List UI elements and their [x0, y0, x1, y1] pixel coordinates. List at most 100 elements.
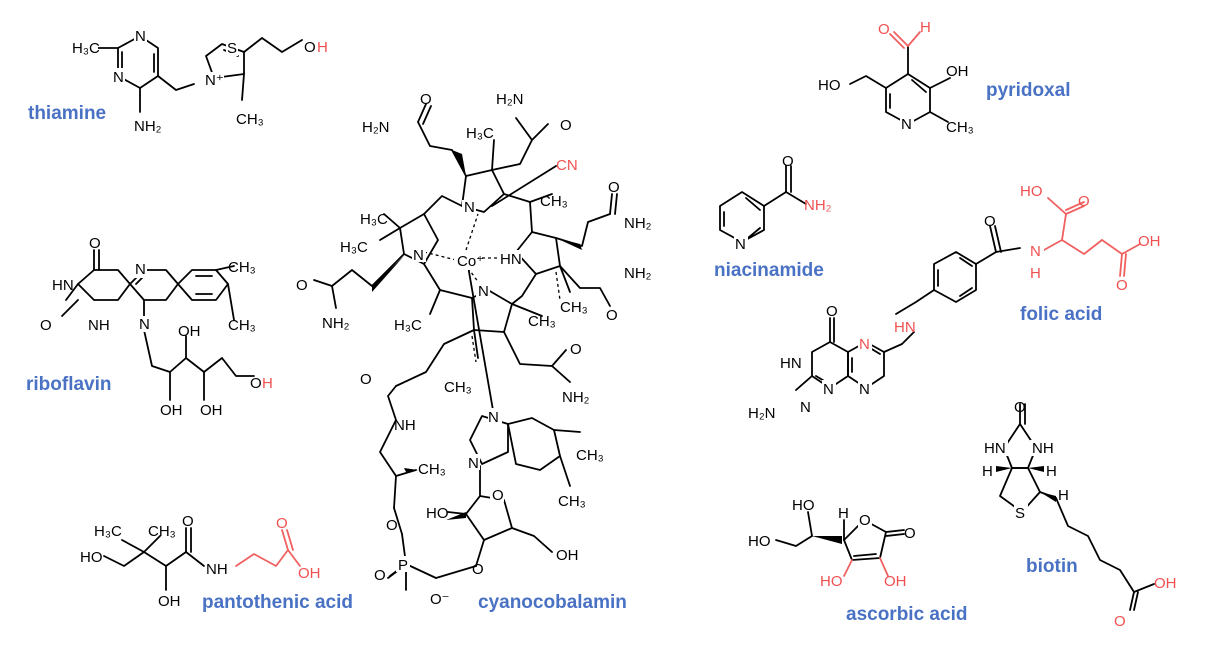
- cobalamin-o-minus-label: O⁻: [430, 591, 450, 608]
- ascorbic-acid-name: ascorbic acid: [846, 604, 967, 625]
- folic-o-2-label: O: [984, 213, 996, 230]
- riboflavin-ch3-a-label: CH₃: [228, 259, 256, 276]
- biotin-oh-label: OH: [1154, 575, 1177, 592]
- cobalamin-h3c-2-label: H₃C: [340, 239, 368, 256]
- cobalamin-o-5-label: O: [296, 277, 308, 294]
- cobalamin-ch3-3-label: CH₃: [560, 299, 588, 316]
- biotin-h3-label: H: [1058, 487, 1069, 504]
- cobalamin-ch3-7-label: CH₃: [558, 493, 586, 510]
- riboflavin-o-top-label: O: [89, 235, 101, 252]
- pantothenic-nh-label: NH: [206, 561, 228, 578]
- folic-n-2-label: N: [859, 381, 870, 398]
- biotin-h2-label: H: [1046, 463, 1057, 480]
- folic-n-1-label: N: [859, 336, 870, 353]
- cobalamin-n-bz2-label: N: [468, 455, 479, 472]
- cobalamin-co-label: Co⁺: [457, 253, 484, 270]
- thiamine-h3c-label: H₃C: [72, 40, 100, 57]
- riboflavin-h-end-label: H: [262, 375, 273, 392]
- folic-hn-label: HN: [894, 319, 916, 336]
- cobalamin-nh-label: NH: [394, 417, 416, 434]
- cobalamin-o-3-label: O: [608, 179, 620, 196]
- riboflavin-oh-1-label: OH: [178, 323, 201, 340]
- cobalamin-nh2-5-label: NH₂: [322, 315, 350, 332]
- ascorbic-oh-label: OH: [884, 573, 907, 590]
- folic-hn-2-label: HN: [780, 355, 802, 372]
- thiamine-n2-label: N: [113, 69, 124, 86]
- biotin-h1-label: H: [982, 463, 993, 480]
- ascorbic-ho-2-label: HO: [792, 497, 815, 514]
- ascorbic-acid-structure: HO HO H O O HO OH ascorbic acid: [748, 497, 967, 625]
- thiamine-s-label: S: [227, 40, 237, 57]
- cobalamin-h3c-4-label: H₃C: [394, 317, 422, 334]
- thiamine-nplus-label: N⁺: [205, 72, 224, 89]
- pyridoxal-h-label: H: [920, 19, 931, 36]
- thiamine-h-label: H: [317, 39, 328, 56]
- biotin-nh-label: NH: [1032, 440, 1054, 457]
- cobalamin-ch3-1-label: CH₃: [540, 193, 568, 210]
- thiamine-name: thiamine: [28, 103, 106, 124]
- cobalamin-n3-label: N: [478, 283, 489, 300]
- pyridoxal-name: pyridoxal: [986, 80, 1070, 101]
- pyridoxal-ho-label: HO: [818, 77, 841, 94]
- cobalamin-oh-label: OH: [556, 547, 579, 564]
- pyridoxal-o-label: O: [878, 21, 890, 38]
- riboflavin-nh-label: NH: [88, 317, 110, 334]
- cobalamin-o-eq-label: O: [374, 567, 386, 584]
- thiamine-n1-label: N: [135, 28, 146, 45]
- cobalamin-ch3-5-label: CH₃: [418, 461, 446, 478]
- folic-n-4-label: N: [800, 399, 811, 416]
- cobalamin-p-label: P: [398, 557, 408, 574]
- pantothenic-acid-structure: H₃C CH₃ HO OH O NH O OH pantothenic acid: [80, 513, 353, 613]
- cobalamin-ho-label: HO: [426, 505, 449, 522]
- riboflavin-n-top-label: N: [135, 261, 146, 278]
- niacinamide-n-label: N: [735, 236, 746, 253]
- pantothenic-ho-label: HO: [80, 549, 103, 566]
- ascorbic-ho-3-label: HO: [820, 573, 843, 590]
- thiamine-ch3-label: CH₃: [236, 111, 264, 128]
- riboflavin-o-end-label: O: [250, 375, 262, 392]
- folic-acid-structure: HO O O N H OH O HN O HN N N N N H₂N foli…: [748, 183, 1161, 422]
- riboflavin-hn-label: HN: [52, 277, 74, 294]
- folic-o-1-label: O: [1078, 193, 1090, 210]
- cyanocobalamin-name: cyanocobalamin: [478, 592, 627, 613]
- cobalamin-h3c-3-label: H₃C: [466, 125, 494, 142]
- pyridoxal-oh-label: OH: [946, 63, 969, 80]
- biotin-name: biotin: [1026, 556, 1078, 577]
- cobalamin-ch3-6-label: CH₃: [576, 447, 604, 464]
- cobalamin-nh2-3-label: NH₂: [624, 215, 652, 232]
- pantothenic-ch3-label: CH₃: [148, 523, 176, 540]
- cobalamin-n1-label: N: [464, 199, 475, 216]
- folic-oh-label: OH: [1138, 233, 1161, 250]
- pantothenic-acid-name: pantothenic acid: [202, 592, 353, 613]
- cobalamin-o-2-label: O: [560, 117, 572, 134]
- pantothenic-h3c-label: H₃C: [94, 523, 122, 540]
- riboflavin-name: riboflavin: [26, 374, 112, 395]
- ascorbic-o-ring-label: O: [859, 512, 871, 529]
- ascorbic-ho-1-label: HO: [748, 533, 771, 550]
- cobalamin-h2n-2-label: H₂N: [496, 91, 524, 108]
- cobalamin-o-4-label: O: [606, 307, 618, 324]
- folic-o-3-label: O: [1116, 277, 1128, 294]
- biotin-o-acid-label: O: [1114, 613, 1126, 630]
- cobalamin-o-1-label: O: [420, 91, 432, 108]
- biotin-structure: O HN NH H H H S O OH biotin: [982, 399, 1177, 630]
- thiamine-structure: H₃C N N NH₂ S N⁺ CH₃ O H thiamine: [28, 28, 328, 135]
- cyanocobalamin-structure: Co⁺ CN N N N HN H₂N O H₂N O O NH₂ NH₂ O …: [296, 91, 652, 613]
- niacinamide-o-label: O: [782, 153, 794, 170]
- biotin-hn-label: HN: [984, 440, 1006, 457]
- riboflavin-structure: O HN O NH N N CH₃ CH₃ OH OH OH O H ribof…: [26, 235, 273, 419]
- pyridoxal-ch3-label: CH₃: [946, 119, 974, 136]
- cobalamin-ch3-2-label: CH₃: [528, 313, 556, 330]
- pantothenic-oh-acid-label: OH: [298, 565, 321, 582]
- riboflavin-ch3-b-label: CH₃: [228, 317, 256, 334]
- folic-ho-label: HO: [1020, 183, 1043, 200]
- pyridoxal-structure: O H OH HO N CH₃ pyridoxal: [818, 19, 1070, 136]
- folic-o-4-label: O: [826, 303, 838, 320]
- folic-h-label: H: [1030, 265, 1041, 282]
- cobalamin-h2n-1-label: H₂N: [362, 119, 390, 136]
- cobalamin-nh2-6-label: NH₂: [562, 389, 590, 406]
- cobalamin-ch3-4-label: CH₃: [444, 379, 472, 396]
- cobalamin-o-p2-label: O: [472, 561, 484, 578]
- cobalamin-hn-label: HN: [500, 251, 522, 268]
- folic-acid-name: folic acid: [1020, 304, 1102, 325]
